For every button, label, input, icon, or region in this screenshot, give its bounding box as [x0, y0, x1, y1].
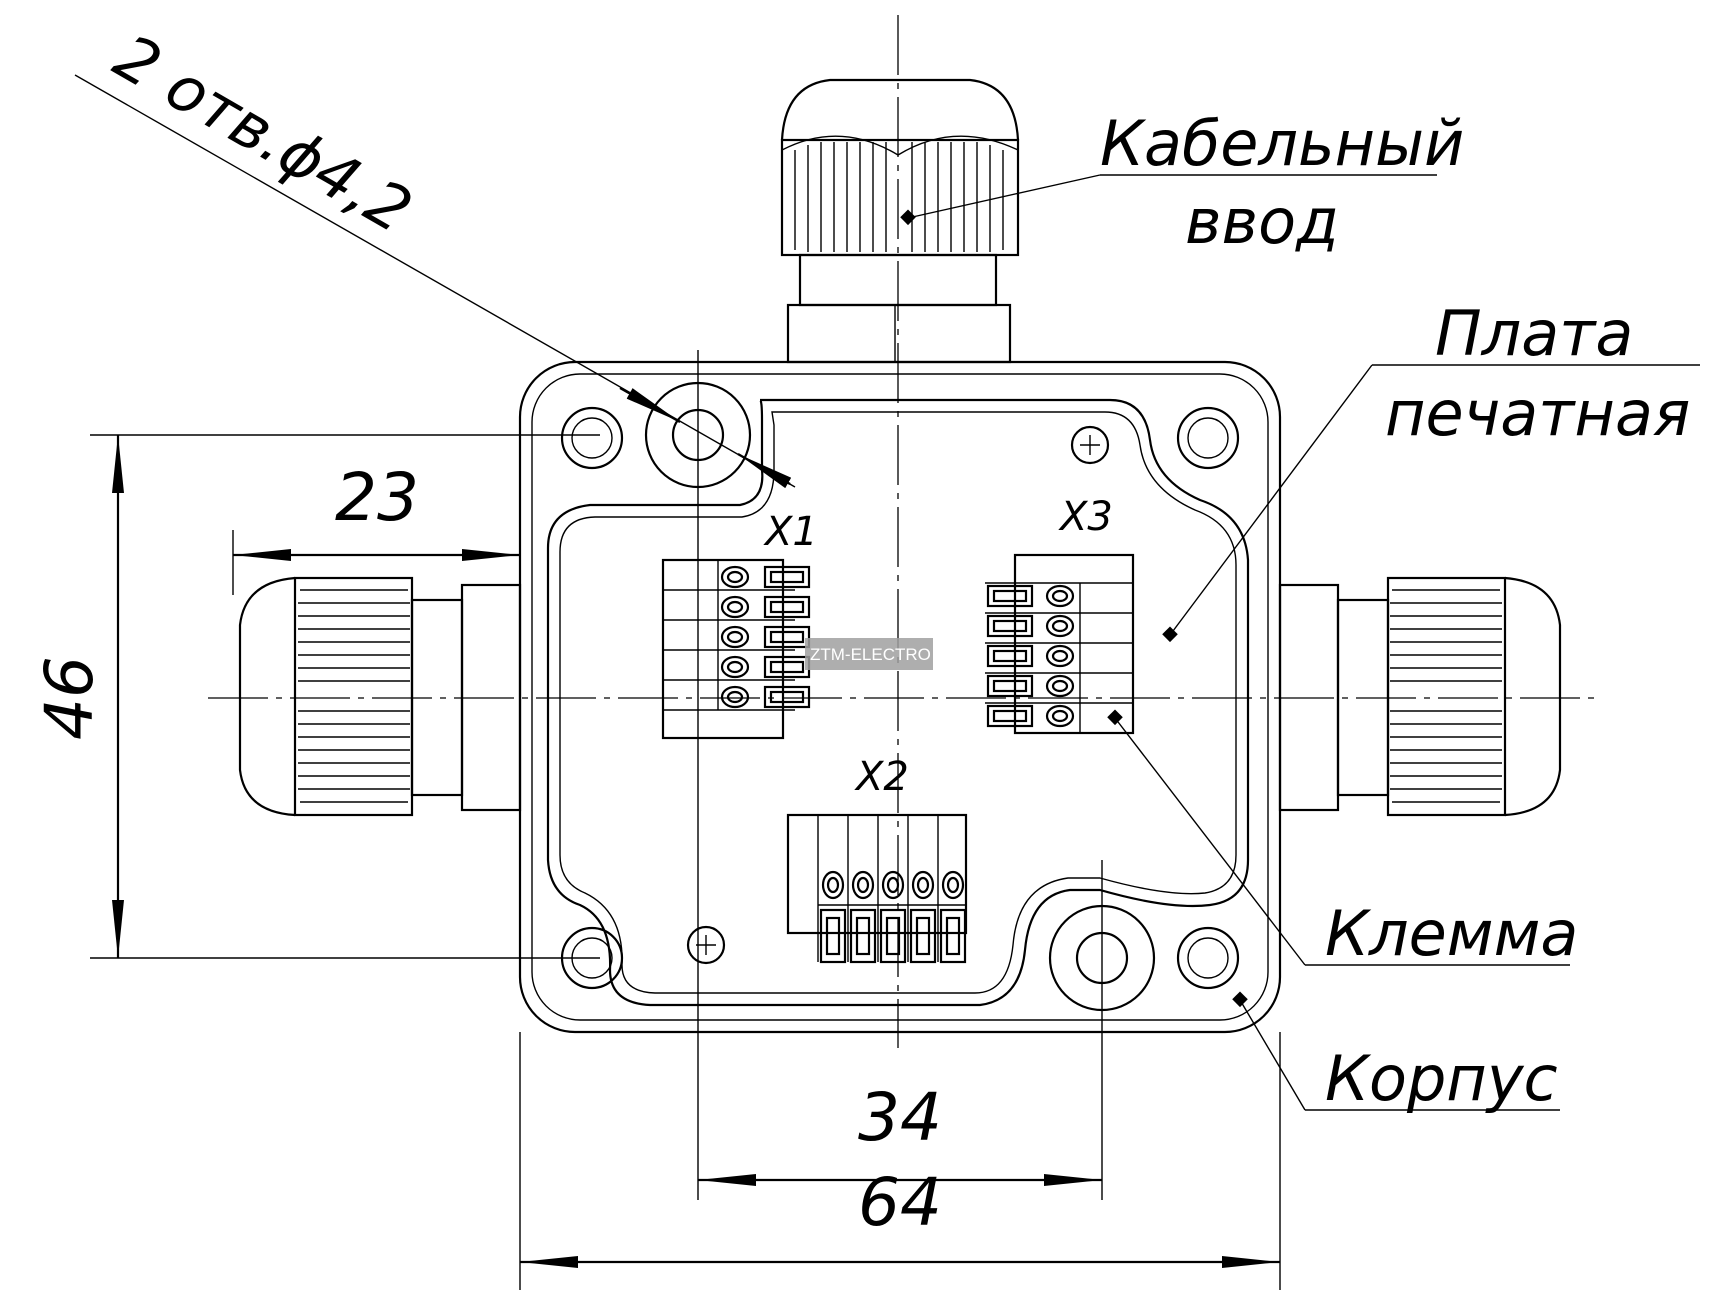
dimension-64: 64: [858, 1164, 942, 1241]
dimension-23: 23: [335, 459, 419, 536]
dimension-46: 46: [31, 656, 108, 740]
watermark: ZTM-ELECTRO: [805, 638, 933, 670]
cable-gland-left: [238, 576, 522, 817]
holes-label: 2 отв.ϕ4,2: [103, 20, 424, 248]
screw-icon: [686, 425, 1110, 965]
dimension-lines: [90, 434, 1281, 1290]
housing-label: Корпус: [1325, 1042, 1558, 1115]
x1-label: X1: [763, 509, 818, 555]
center-lines: [208, 15, 1600, 1200]
pcb-label-line1: Плата: [1435, 297, 1633, 370]
watermark-text: ZTM-ELECTRO: [810, 645, 931, 664]
terminal-block-x2: [786, 813, 968, 964]
leader-lines: [74, 74, 1700, 1111]
cable-entry-label-line1: Кабельный: [1100, 107, 1464, 180]
x2-label: X2: [854, 754, 909, 800]
cable-gland-top: [780, 78, 1020, 364]
mounting-holes: [560, 381, 1240, 1012]
dimension-34: 34: [858, 1079, 942, 1156]
terminal-label: Клемма: [1325, 897, 1578, 970]
terminal-block-x3: [985, 553, 1135, 735]
terminal-block-x1: [661, 558, 811, 740]
cable-entry-label-line2: ввод: [1185, 185, 1339, 258]
cable-gland-right: [1278, 576, 1562, 817]
pcb-label-line2: печатная: [1385, 377, 1690, 450]
x3-label: X3: [1058, 494, 1113, 540]
